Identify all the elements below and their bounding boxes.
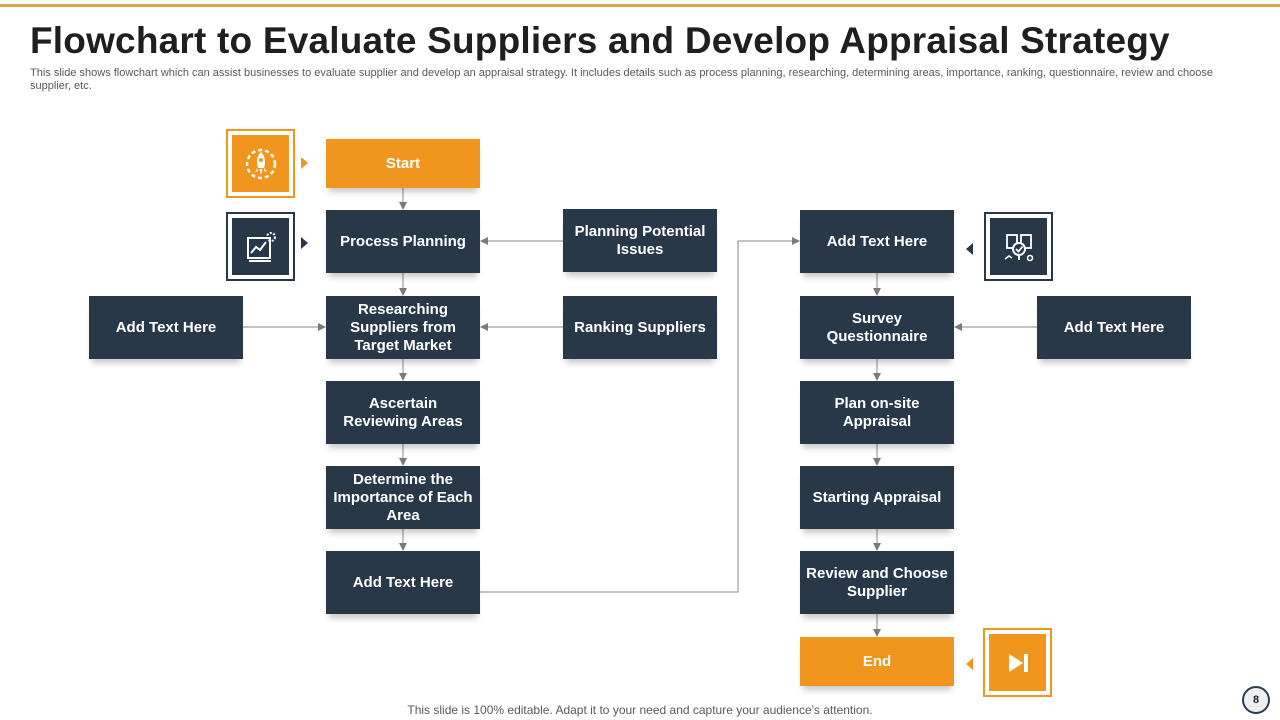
starting-appraisal-node: Starting Appraisal: [800, 466, 954, 529]
process-planning-node: Process Planning: [326, 210, 480, 273]
add-text-left-node: Add Text Here: [89, 296, 243, 359]
review-choose-node: Review and Choose Supplier: [800, 551, 954, 614]
process-icon-tile: [226, 212, 295, 281]
survey-icon-tile: [984, 212, 1053, 281]
ascertain-node: Ascertain Reviewing Areas: [326, 381, 480, 444]
add-text-bottom-node: Add Text Here: [326, 551, 480, 614]
plan-onsite-node: Plan on-site Appraisal: [800, 381, 954, 444]
researching-node: Researching Suppliers from Target Market: [326, 296, 480, 359]
arrow-bottom-to-right-column: [480, 237, 800, 593]
start-node: Start: [326, 139, 480, 188]
determine-node: Determine the Importance of Each Area: [326, 466, 480, 529]
rocket-gear-icon: [245, 148, 276, 179]
survey-pointer: [966, 243, 973, 255]
chart-gear-icon: [246, 231, 276, 262]
page-title: Flowchart to Evaluate Suppliers and Deve…: [30, 20, 1170, 61]
start-pointer: [301, 157, 308, 169]
end-pointer: [966, 658, 973, 670]
planning-issues-node: Planning Potential Issues: [563, 209, 717, 272]
add-text-right-node: Add Text Here: [1037, 296, 1191, 359]
survey-node: Survey Questionnaire: [800, 296, 954, 359]
process-pointer: [301, 237, 308, 249]
end-icon-tile: [983, 628, 1052, 697]
ranking-node: Ranking Suppliers: [563, 296, 717, 359]
footer-note: This slide is 100% editable. Adapt it to…: [407, 703, 873, 717]
end-node: End: [800, 637, 954, 686]
start-icon-tile: [226, 129, 295, 198]
skip-forward-icon: [1008, 653, 1028, 672]
add-text-top-right-node: Add Text Here: [800, 210, 954, 273]
documents-check-icon: [1004, 233, 1033, 261]
page-number-badge: 8: [1242, 686, 1270, 714]
top-accent-rule: [0, 4, 1280, 7]
page-subtitle: This slide shows flowchart which can ass…: [30, 67, 1213, 92]
